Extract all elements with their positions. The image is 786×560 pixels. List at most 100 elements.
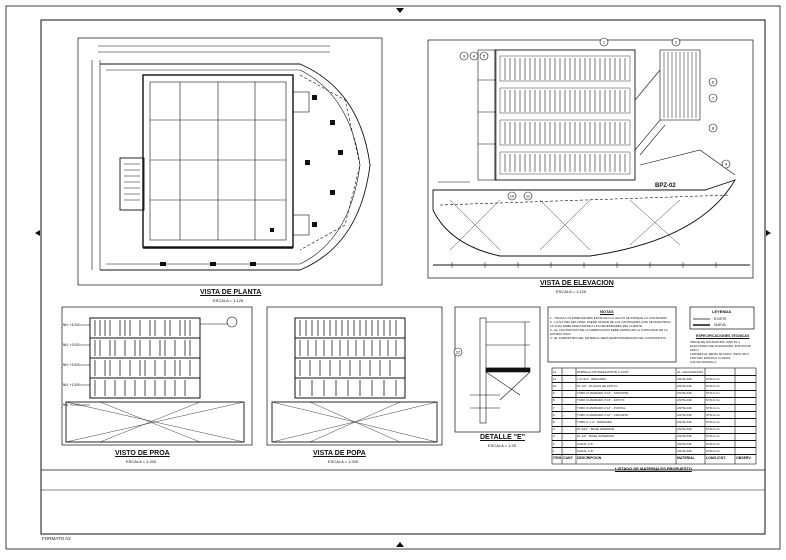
stern-view-scale: ESCALA = 1:200	[328, 459, 359, 464]
table-cell: ASTM-A36	[677, 412, 692, 417]
table-cell: ASTM-A36	[677, 398, 692, 403]
legend-item-nueva: NUEVA	[714, 323, 726, 327]
table-cell: -	[563, 427, 564, 432]
callout-number: 4	[473, 54, 476, 59]
notes-title: NOTAS	[600, 309, 614, 314]
spec-item: INDICE DE SOLDADURA: AWS D1.1	[690, 340, 741, 344]
table-cell: PL 3/16" - BASE INFERIOR	[577, 427, 615, 432]
legend-box	[689, 306, 755, 330]
table-cell: ASTM-A36	[677, 376, 692, 381]
table-row: 12-PARRILLA ANTIDESLIZANTE 1"x3/16"AL. G…	[552, 368, 756, 377]
level-label: NIV. +1.000	[63, 383, 80, 387]
bow-view-title: VISTO DE PROA	[115, 450, 170, 457]
callout-number: 5	[483, 54, 486, 59]
table-header-cell: CANT.	[563, 456, 574, 461]
callout-balloon	[523, 191, 533, 201]
callout-balloon	[708, 123, 718, 133]
table-cell: 4	[553, 427, 555, 432]
table-cell: 7	[553, 405, 555, 410]
note-item: 3.- EL CONTRATISTA DE LA FABRICACION DEB…	[550, 328, 668, 336]
table-cell: AL. GALVANIZADO	[677, 369, 704, 374]
callout-balloon	[708, 93, 718, 103]
inner-border	[40, 19, 766, 535]
table-cell: -	[563, 412, 564, 417]
plan-view	[77, 37, 383, 286]
table-cell: 3	[553, 434, 555, 439]
bow-view	[61, 306, 253, 446]
center-arrow-right	[766, 230, 771, 236]
notes-box	[547, 306, 677, 363]
table-cell: STD-6 c/u	[706, 391, 720, 396]
center-arrow-bottom	[396, 542, 404, 547]
callout-balloon	[507, 191, 517, 201]
table-cell: ASTM-A36	[677, 419, 692, 424]
table-cell: ASTM-A36	[677, 434, 692, 439]
table-cell: ASTM-A36	[677, 441, 692, 446]
specs-list: INDICE DE SOLDADURA: AWS D1.1 ELECTRODO …	[690, 340, 756, 364]
table-cell: STD-6 c/u	[706, 405, 720, 410]
table-cell: 6	[553, 412, 555, 417]
note-item: 2.- LA ALTURA DEL NIVEL PUEDE VARIAR DE …	[550, 320, 672, 328]
table-header-cell: ITEM	[553, 456, 561, 461]
table-cell: 11	[553, 376, 557, 381]
table-cell: 1	[553, 448, 555, 453]
callout-number: 2	[675, 40, 678, 45]
notes-list: 1.- TODAS LAS DIMENSIONES ESTAN EN mm SA…	[550, 316, 674, 340]
callout-number: 12	[456, 350, 461, 355]
table-cell: -	[563, 441, 564, 446]
table-cell: -	[563, 419, 564, 424]
spec-item: ELECTRODO DE SOLDADURA: E7018 POR ARCO	[690, 344, 751, 352]
elevation-view-scale: ESCALA = 1:125	[556, 289, 587, 294]
bow-view-scale: ESCALA = 1:200	[126, 459, 157, 464]
center-arrow-top	[396, 8, 404, 13]
callout-number: 9	[725, 162, 728, 167]
spec-item: PINTURA EPOXICA 2 CAPAS	[690, 356, 731, 360]
level-label: NIV. +3.000	[63, 343, 80, 347]
table-cell: TUBO CUADRADO 3"x3" - APOYO	[577, 398, 625, 403]
table-cell: 9	[553, 391, 555, 396]
format-label: FORMATO A2	[42, 536, 71, 541]
table-cell: -	[563, 434, 564, 439]
table-cell: -	[563, 398, 564, 403]
elevation-view	[427, 39, 754, 279]
table-cell: STD-6 c/u	[706, 441, 720, 446]
table-cell: 8	[553, 398, 555, 403]
table-header-cell: OBSERV.	[736, 456, 752, 461]
callout-number: 1	[603, 40, 606, 45]
table-cell: -	[563, 405, 564, 410]
table-cell: STD-6 c/u	[706, 383, 720, 388]
elevation-tag: BPZ-02	[655, 183, 676, 189]
table-cell: STD-6 c/u	[706, 427, 720, 432]
callout-number: 6	[712, 80, 715, 85]
table-cell: CANAL U 6"	[577, 441, 594, 446]
detail-e-title: DETALLE "E"	[480, 434, 526, 441]
center-arrow-left	[35, 230, 40, 236]
table-cell: 10	[553, 383, 557, 388]
table-cell: -	[563, 391, 564, 396]
materials-table-title: LISTADO DE MATERIALES PROPUESTO	[615, 466, 692, 471]
table-cell: 2	[553, 441, 555, 446]
plan-view-scale: ESCALA = 1:125	[213, 298, 244, 303]
level-label: NIV. +4.000	[63, 323, 80, 327]
callout-balloon	[459, 51, 469, 61]
spec-item: LIMPIEZA AL METAL BLANCO: SSPC-SP-5	[690, 352, 749, 356]
table-cell: 5	[553, 419, 555, 424]
legend-item-existe: EXISTE	[714, 317, 727, 321]
callout-balloon	[671, 37, 681, 47]
detail-e	[454, 306, 541, 433]
table-cell: -	[563, 448, 564, 453]
plan-view-title: VISTA DE PLANTA	[200, 289, 262, 296]
table-cell: PARRILLA ANTIDESLIZANTE 1"x3/16"	[577, 369, 630, 374]
callout-number: 7	[712, 96, 715, 101]
table-cell: STD-6 c/u	[706, 412, 720, 417]
